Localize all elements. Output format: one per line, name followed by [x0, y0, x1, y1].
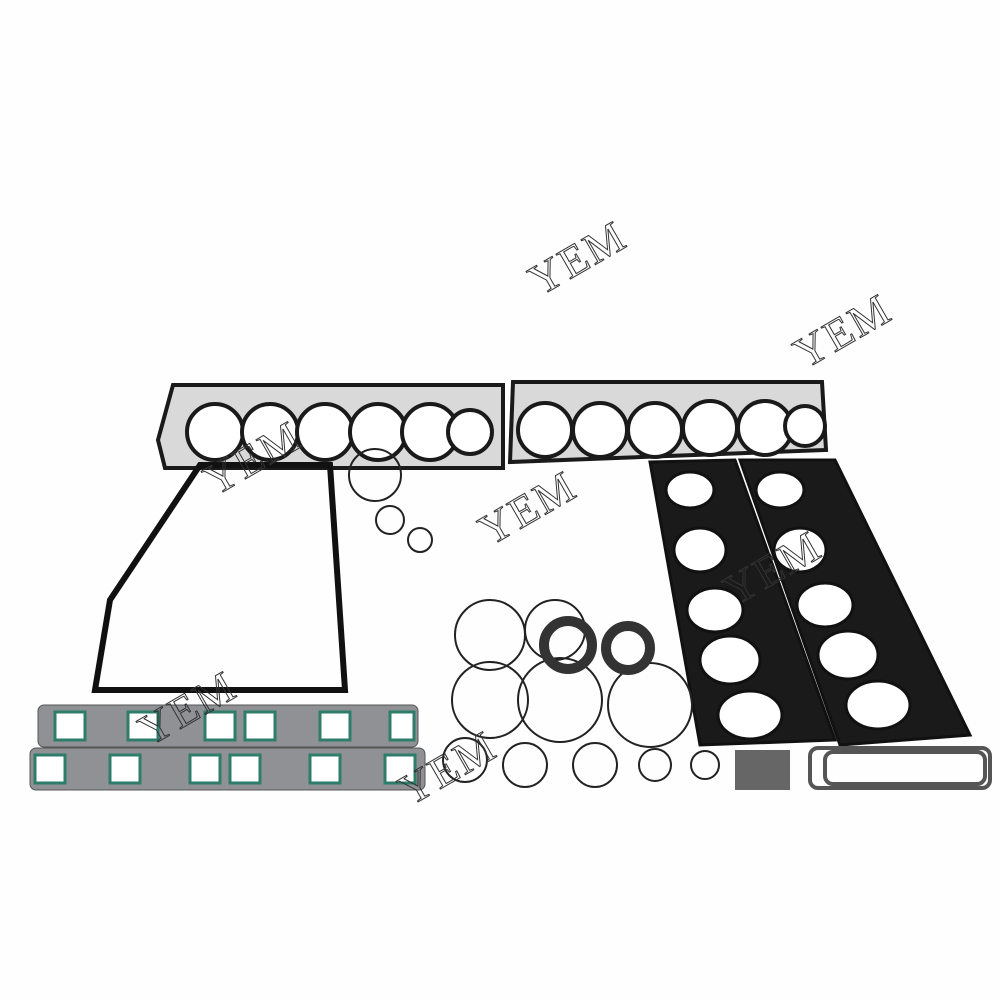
long-head-gasket-right	[507, 380, 829, 465]
exhaust-plate-upper	[37, 704, 419, 748]
exhaust-plate-lower	[29, 747, 426, 791]
angled-head-gasket-2	[737, 458, 973, 747]
long-head-gasket-left	[155, 383, 505, 470]
washer-stack	[808, 746, 992, 790]
angled-head-gasket-1	[648, 458, 838, 747]
timing-cover-gasket	[91, 462, 349, 693]
crank-seals	[539, 616, 655, 675]
small-seals-pile	[735, 750, 790, 790]
